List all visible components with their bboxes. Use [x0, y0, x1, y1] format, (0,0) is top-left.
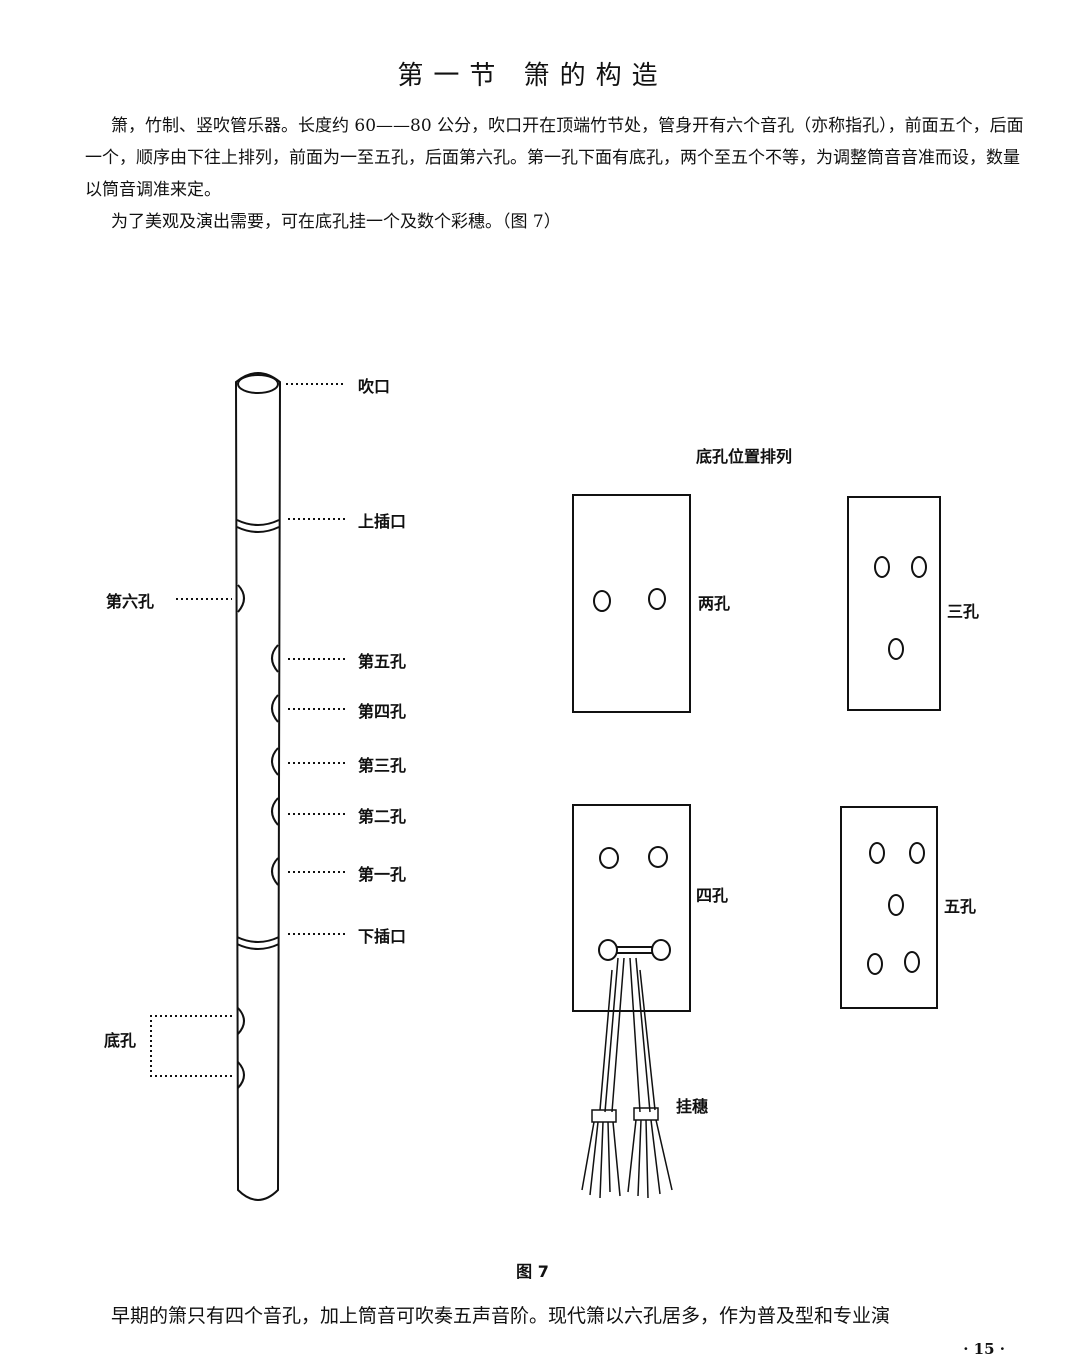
arrangement-boxes: [572, 494, 941, 1012]
hole-1-mark: [271, 857, 279, 886]
box-two-holes: [572, 494, 691, 713]
leader-lines: [150, 383, 345, 1077]
paragraph-intro: 箫，竹制、竖吹管乐器。长度约 60——80 公分，吹口开在顶端竹节处，管身开有六…: [85, 116, 1024, 200]
label-three-holes: 三孔: [947, 602, 980, 621]
label-hole-1: 第一孔: [358, 865, 407, 884]
label-two-holes: 两孔: [698, 594, 731, 613]
lower-joint-mark: [236, 936, 280, 950]
label-mouthpiece: 吹口: [358, 377, 391, 396]
tassels: [581, 957, 673, 1199]
box-three-holes: [847, 496, 941, 711]
label-lower-joint: 下插口: [358, 927, 407, 946]
arrangement-title: 底孔位置排列: [696, 447, 793, 466]
bottom-hole-mark-1: [237, 1007, 245, 1035]
xiao-tube: [234, 372, 282, 1201]
label-hole-3: 第三孔: [358, 756, 407, 775]
paragraph-tassel: 为了美观及演出需要，可在底孔挂一个及数个彩穗。（图 7）: [111, 212, 561, 232]
label-hole-4: 第四孔: [358, 702, 407, 721]
hole-5-mark: [271, 644, 279, 673]
box-five-holes: [840, 806, 938, 1009]
mouthpiece-opening: [237, 374, 279, 394]
page-number: · 15 ·: [963, 1340, 1005, 1358]
tassel-knot-left: [591, 1109, 617, 1123]
bottom-hole-mark-2: [237, 1061, 245, 1089]
paragraph-bottom: 早期的箫只有四个音孔，加上筒音可吹奏五声音阶。现代箫以六孔居多，作为普及型和专业…: [111, 1305, 891, 1327]
hole-6-mark: [237, 584, 245, 613]
box-four-holes: [572, 804, 691, 1012]
label-five-holes: 五孔: [944, 897, 977, 916]
label-hole-5: 第五孔: [358, 652, 407, 671]
hole-3-mark: [271, 747, 279, 776]
label-bottom-holes: 底孔: [104, 1031, 137, 1050]
hole-4-mark: [271, 694, 279, 723]
label-hole-2: 第二孔: [358, 807, 407, 826]
hole-2-mark: [271, 797, 279, 826]
page-title: 第一节 箫的构造: [397, 61, 668, 91]
label-upper-joint: 上插口: [358, 512, 407, 531]
label-four-holes: 四孔: [696, 886, 729, 905]
label-tassel: 挂穗: [676, 1097, 709, 1116]
figure-caption: 图 7: [516, 1262, 549, 1281]
label-hole-6: 第六孔: [106, 592, 155, 611]
upper-joint-mark: [236, 519, 280, 533]
